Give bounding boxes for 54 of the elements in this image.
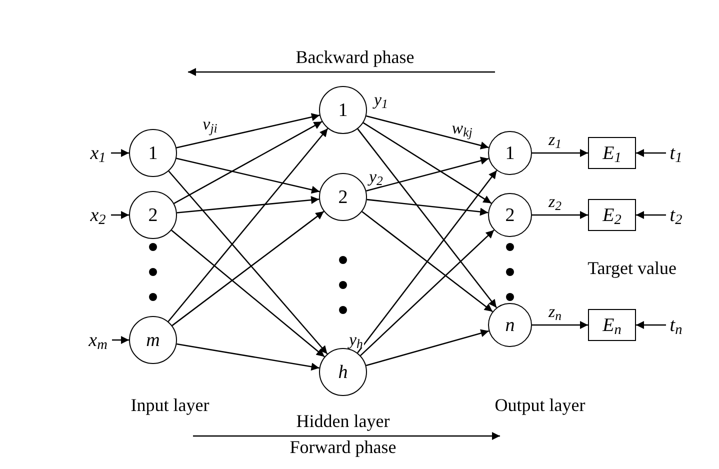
arrow <box>111 211 129 219</box>
arrow <box>168 128 328 322</box>
error-box <box>588 309 636 341</box>
arrow <box>362 211 493 312</box>
arrow <box>366 329 489 366</box>
arrow <box>366 156 489 192</box>
arrow <box>176 113 320 148</box>
node-label: E$_{n}$ <box>602 316 622 334</box>
layer-label: Hidden layer <box>296 412 390 430</box>
arrow <box>366 115 489 150</box>
layer-label: Output layer <box>494 396 586 414</box>
phase-label: Forward phase <box>290 438 396 456</box>
arrow <box>360 230 494 356</box>
arrow <box>532 211 588 219</box>
node-label: 2 <box>338 188 348 206</box>
node-label: E$_{2}$ <box>602 206 622 224</box>
node-label: m <box>146 330 160 350</box>
arrow <box>176 343 320 371</box>
node-label: 2 <box>148 206 158 224</box>
arrow <box>636 211 666 219</box>
arrow <box>357 128 498 308</box>
arrow <box>532 149 588 157</box>
arrow <box>636 321 666 329</box>
target-label: Target value <box>588 259 676 277</box>
variable-label: t$_{n}$ <box>666 314 686 336</box>
variable-label: t$_{1}$ <box>666 142 686 164</box>
variable-label: x$_{m}$ <box>84 329 112 351</box>
error-box <box>588 199 636 231</box>
variable-label: x$_{1}$ <box>85 142 111 164</box>
node-label: 2 <box>505 206 515 224</box>
arrow <box>171 230 325 358</box>
arrow <box>362 122 492 204</box>
arrow <box>172 210 324 326</box>
arrow <box>176 196 320 214</box>
node-label: E$_{1}$ <box>602 144 622 162</box>
arrow <box>532 321 588 329</box>
arrow <box>636 149 666 157</box>
node-label: h <box>338 362 348 382</box>
node-label: 1 <box>505 144 515 162</box>
arrow <box>366 198 488 216</box>
arrow <box>174 121 322 204</box>
phase-label: Backward phase <box>296 48 414 66</box>
arrow <box>357 170 498 354</box>
arrow <box>168 170 328 354</box>
variable-label: x$_{2}$ <box>85 204 111 226</box>
node-label: 1 <box>338 100 348 120</box>
variable-label: t$_{2}$ <box>666 204 686 226</box>
arrow <box>112 336 129 344</box>
arrow <box>176 158 320 194</box>
node-label: 1 <box>148 144 158 162</box>
arrow <box>111 149 129 157</box>
error-box <box>588 137 636 169</box>
node-label: n <box>505 316 515 334</box>
layer-label: Input layer <box>130 396 210 414</box>
